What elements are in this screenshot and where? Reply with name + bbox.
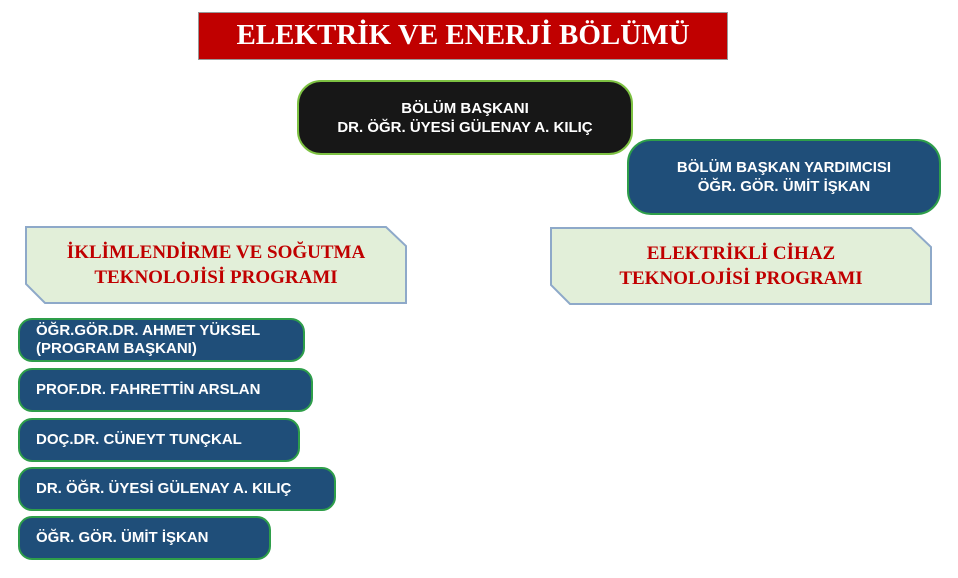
deputy-role: BÖLÜM BAŞKAN YARDIMCISI xyxy=(676,159,892,176)
department-title: ELEKTRİK VE ENERJİ BÖLÜMÜ xyxy=(198,12,728,60)
member-name: DOÇ.DR. CÜNEYT TUNÇKAL xyxy=(36,431,242,448)
member-box: PROF.DR. FAHRETTİN ARSLAN xyxy=(18,368,313,412)
program-title-line1: İKLİMLENDİRME VE SOĞUTMA xyxy=(66,242,366,263)
member-box: ÖĞR. GÖR. ÜMİT İŞKAN xyxy=(18,516,271,560)
deputy-head-box: BÖLÜM BAŞKAN YARDIMCISI ÖĞR. GÖR. ÜMİT İ… xyxy=(627,139,941,215)
program-box-shape xyxy=(25,226,407,304)
program-box-electrical-devices: ELEKTRİKLİ CİHAZ TEKNOLOJİSİ PROGRAMI xyxy=(550,227,932,305)
program-title-line1: ELEKTRİKLİ CİHAZ xyxy=(646,243,836,264)
program-title-line2: TEKNOLOJİSİ PROGRAMI xyxy=(619,268,863,289)
member-role: (PROGRAM BAŞKANI) xyxy=(36,340,197,357)
member-box: ÖĞR.GÖR.DR. AHMET YÜKSEL (PROGRAM BAŞKAN… xyxy=(18,318,305,362)
program-title-line2: TEKNOLOJİSİ PROGRAMI xyxy=(94,267,338,288)
member-name: ÖĞR. GÖR. ÜMİT İŞKAN xyxy=(36,529,209,546)
program-box-hvac: İKLİMLENDİRME VE SOĞUTMA TEKNOLOJİSİ PRO… xyxy=(25,226,407,304)
head-role: BÖLÜM BAŞKANI xyxy=(401,99,529,117)
head-name: DR. ÖĞR. ÜYESİ GÜLENAY A. KILIÇ xyxy=(337,118,593,136)
member-name: ÖĞR.GÖR.DR. AHMET YÜKSEL xyxy=(36,322,261,339)
department-head-box: BÖLÜM BAŞKANI DR. ÖĞR. ÜYESİ GÜLENAY A. … xyxy=(297,80,633,155)
member-name: PROF.DR. FAHRETTİN ARSLAN xyxy=(36,381,261,398)
member-name: DR. ÖĞR. ÜYESİ GÜLENAY A. KILIÇ xyxy=(36,480,292,497)
member-box: DR. ÖĞR. ÜYESİ GÜLENAY A. KILIÇ xyxy=(18,467,336,511)
program-box-shape xyxy=(550,227,932,305)
member-box: DOÇ.DR. CÜNEYT TUNÇKAL xyxy=(18,418,300,462)
deputy-name: ÖĞR. GÖR. ÜMİT İŞKAN xyxy=(697,178,871,195)
